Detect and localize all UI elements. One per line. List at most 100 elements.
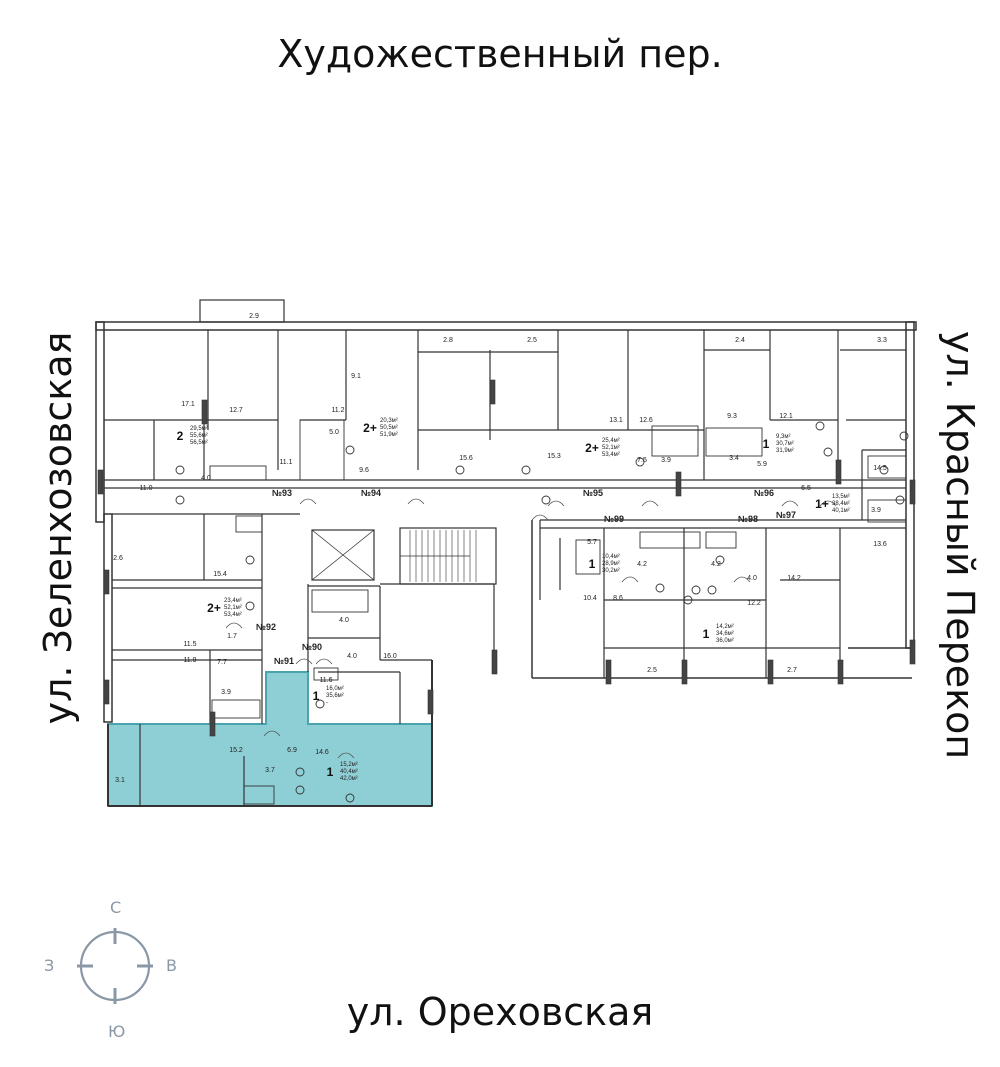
apartment-area-living: 13,5м² — [832, 494, 850, 500]
room-area-label: 12.7 — [229, 407, 243, 414]
window-mark — [909, 479, 916, 505]
window-mark — [605, 659, 612, 685]
room-area-label: 2.4 — [735, 337, 745, 344]
window-mark — [427, 689, 434, 715]
door-swing — [531, 514, 549, 521]
bathroom-fixture — [705, 531, 737, 549]
sanitary-fixture — [245, 601, 255, 611]
door-swing — [295, 658, 313, 665]
room-area-label: 3.3 — [877, 337, 887, 344]
room-area-label: 12.1 — [779, 413, 793, 420]
window-mark — [909, 639, 916, 665]
door-swing — [315, 658, 333, 665]
window-mark — [675, 471, 682, 497]
window-mark — [837, 659, 844, 685]
elevator-shaft — [311, 529, 375, 581]
apartment-area-total2: 56,5м² — [190, 440, 208, 446]
apartment-area-living: 20,3м² — [380, 418, 398, 424]
bathroom-fixture — [639, 531, 701, 549]
room-area-label: 4.2 — [711, 561, 721, 568]
window-mark — [97, 469, 104, 495]
apartment-rooms: 1+ — [815, 497, 829, 511]
section-number: №99 — [604, 514, 624, 524]
street-name-top: Художественный пер. — [277, 32, 723, 76]
room-area-label: 11.2 — [331, 407, 344, 414]
room-area-label: 11.5 — [183, 641, 196, 648]
door-swing — [337, 752, 355, 759]
street-name-bottom: ул. Ореховская — [346, 990, 654, 1034]
apartment-rooms: 1 — [313, 689, 320, 703]
door-swing — [299, 498, 317, 505]
window-mark — [489, 379, 496, 405]
door-swing — [225, 622, 243, 629]
compass-icon — [77, 928, 153, 1004]
exterior-wall-left-upper — [95, 321, 105, 523]
exterior-wall-left-lower — [103, 513, 113, 723]
room-area-label: 2.5 — [527, 337, 537, 344]
apartment-area-living: 10,4м² — [602, 554, 620, 560]
room-area-label: 4.2 — [637, 561, 647, 568]
window-mark — [681, 659, 688, 685]
room-area-label: 4.0 — [747, 575, 757, 582]
apartment-area-total2: 51,9м² — [380, 432, 398, 438]
room-area-label: 9.1 — [351, 373, 361, 380]
door-swing — [407, 498, 425, 505]
section-number: №98 — [738, 514, 758, 524]
room-area-label: 9.3 — [727, 413, 737, 420]
sanitary-fixture — [295, 767, 305, 777]
room-area-label: 2.6 — [113, 555, 123, 562]
bathroom-fixture — [705, 427, 763, 457]
apartment-area-total: 52,1м² — [602, 445, 620, 451]
room-area-label: 14.6 — [315, 749, 329, 756]
room-area-label: 15.4 — [213, 571, 227, 578]
apartment-area-living: 29,5м² — [190, 426, 208, 432]
apartment-area-living: 16,0м² — [326, 686, 344, 692]
apartment-area-living: 23,4м² — [224, 598, 242, 604]
apartment-area-total: 35,6м² — [326, 693, 344, 699]
room-area-label: 11.1 — [279, 459, 292, 466]
room-area-label: 15.2 — [229, 747, 243, 754]
sanitary-fixture — [683, 595, 693, 605]
sanitary-fixture — [175, 465, 185, 475]
window-mark — [491, 649, 498, 675]
room-area-label: 14.2 — [787, 575, 801, 582]
elevator-cross — [311, 529, 375, 581]
door-swing — [781, 500, 799, 507]
room-area-label: 3.9 — [871, 507, 881, 514]
apartment-area-total2: 53,4м² — [224, 612, 242, 618]
window-mark — [201, 399, 208, 425]
sanitary-fixture — [245, 555, 255, 565]
apartment-rooms: 2 — [177, 429, 184, 443]
window-mark — [835, 459, 842, 485]
sanitary-fixture — [345, 445, 355, 455]
room-area-label: 1.7 — [227, 633, 237, 640]
bathroom-fixture — [243, 785, 275, 805]
apartment-area-living: 9,3м² — [776, 434, 790, 440]
section-number: №90 — [302, 642, 322, 652]
balcony-top — [199, 299, 285, 323]
room-area-label: 5.7 — [587, 539, 597, 546]
exterior-wall-top — [95, 321, 917, 331]
room-area-label: 11.0 — [139, 485, 152, 492]
room-area-label: 9.6 — [359, 467, 369, 474]
section-number: №94 — [361, 488, 381, 498]
sanitary-fixture — [455, 465, 465, 475]
room-area-label: 15.3 — [547, 453, 561, 460]
apartment-area-living: 15,2м² — [340, 762, 358, 768]
apartment-rooms: 2+ — [363, 421, 377, 435]
apartment-area-total: 28,9м² — [602, 561, 620, 567]
sanitary-fixture — [899, 431, 909, 441]
apartment-area-total: 38,4м² — [832, 501, 850, 507]
bathroom-fixture — [651, 425, 699, 457]
room-area-label: 2.5 — [647, 667, 657, 674]
apartment-rooms: 1 — [589, 557, 596, 571]
bathroom-fixture — [211, 699, 261, 719]
room-area-label: 11.6 — [319, 677, 332, 684]
section-number: №97 — [776, 510, 796, 520]
